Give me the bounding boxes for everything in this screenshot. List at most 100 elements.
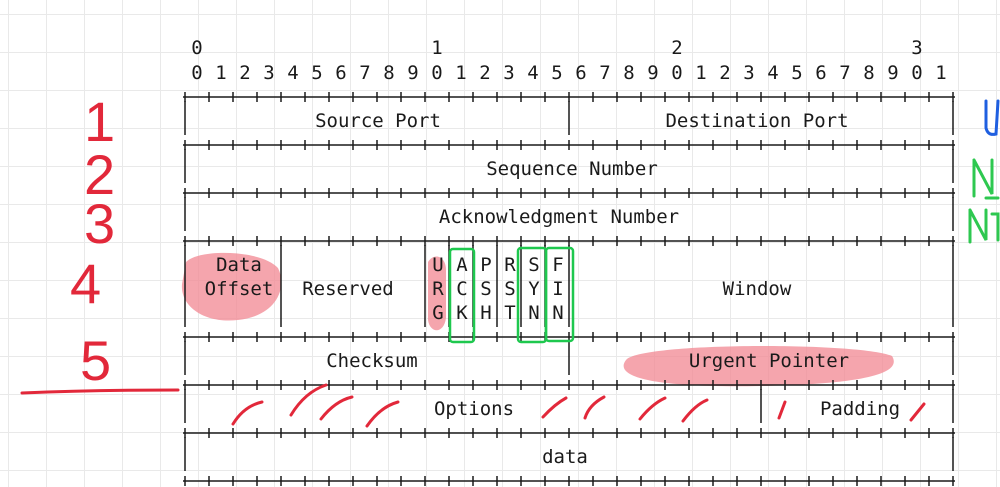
row-number-annotations: 1 2 3 4 5: [70, 90, 115, 392]
row-5-underline: [20, 388, 180, 395]
padding-label: Padding: [820, 398, 900, 420]
unit-digit: 5: [551, 62, 562, 84]
unit-digit: 3: [503, 62, 514, 84]
options-strike-mark: [319, 395, 354, 421]
destination-port-label: Destination Port: [665, 110, 848, 132]
unit-digit: 0: [191, 62, 202, 84]
unit-digit: 4: [767, 62, 778, 84]
flag-rst-2: S: [504, 278, 515, 300]
flag-syn-1: S: [528, 254, 539, 276]
unit-digit: 0: [911, 62, 922, 84]
flag-fin-1: F: [552, 254, 563, 276]
urg-highlight: [428, 256, 446, 331]
sequence-number-label: Sequence Number: [486, 158, 658, 180]
blue-ink-fragment: [984, 99, 1000, 136]
urgent-pointer-label: Urgent Pointer: [689, 350, 849, 372]
options-strike-mark: [681, 398, 709, 423]
unit-digit: 6: [335, 62, 346, 84]
checksum-label: Checksum: [326, 350, 418, 372]
unit-digit: 6: [815, 62, 826, 84]
flag-psh-2: S: [480, 278, 491, 300]
options-strike-mark: [231, 400, 264, 426]
ack-box: [448, 247, 476, 344]
options-strike-mark: [638, 396, 667, 421]
flag-fin-2: I: [552, 278, 563, 300]
unit-digit: 2: [239, 62, 250, 84]
acknowledgment-number-label: Acknowledgment Number: [439, 206, 679, 228]
padding-strike-mark: [909, 402, 926, 422]
flag-psh-1: P: [480, 254, 491, 276]
unit-digit: 9: [887, 62, 898, 84]
unit-digit: 0: [671, 62, 682, 84]
unit-digit: 3: [263, 62, 274, 84]
green-flag-boxes: [448, 246, 575, 344]
unit-digit: 7: [839, 62, 850, 84]
unit-digit: 5: [311, 62, 322, 84]
flag-ack-3: K: [456, 302, 468, 324]
flag-urg-1: U: [432, 254, 443, 276]
unit-digit: 8: [623, 62, 634, 84]
unit-digit: 7: [599, 62, 610, 84]
unit-digit: 2: [479, 62, 490, 84]
flag-urg-3: G: [432, 302, 443, 324]
tens-digit: 1: [431, 37, 442, 59]
unit-digit: 7: [359, 62, 370, 84]
data-offset-label-line1: Data: [216, 254, 262, 276]
tens-digit: 3: [911, 37, 922, 59]
row-number-4: 4: [70, 252, 101, 315]
data-offset-highlight: [181, 252, 282, 321]
row-number-2: 2: [84, 143, 115, 206]
options-label: Options: [434, 398, 514, 420]
padding-strike-mark: [777, 400, 787, 420]
options-strike-mark: [365, 400, 400, 428]
urgent-pointer-highlight: [623, 345, 894, 387]
options-strike-mark: [289, 383, 328, 417]
flag-ack-2: C: [456, 278, 467, 300]
pink-highlights: [181, 252, 894, 387]
flag-rst-3: T: [504, 302, 515, 324]
tens-digits: 0 1 2 3: [191, 37, 922, 59]
reserved-label: Reserved: [302, 278, 394, 300]
unit-digit: 6: [575, 62, 586, 84]
fin-box: [544, 246, 575, 343]
unit-digit: 3: [743, 62, 754, 84]
unit-digit: 4: [527, 62, 538, 84]
unit-digit: 1: [935, 62, 946, 84]
row-number-5: 5: [80, 329, 111, 392]
flag-syn-3: N: [528, 302, 539, 324]
flags: U R G A C K P S H R S T S Y N F I N: [432, 254, 563, 324]
flag-psh-3: H: [480, 302, 491, 324]
unit-digit: 1: [215, 62, 226, 84]
flag-ack-1: A: [456, 254, 468, 276]
row-number-1: 1: [84, 90, 115, 153]
red-strokes: [20, 383, 926, 428]
unit-digit: 2: [719, 62, 730, 84]
flag-urg-2: R: [432, 278, 444, 300]
row-number-3: 3: [84, 192, 115, 255]
flag-fin-3: N: [552, 302, 563, 324]
options-strike-mark: [541, 396, 568, 419]
flag-syn-2: Y: [528, 278, 540, 300]
tens-digit: 2: [671, 37, 682, 59]
unit-digit: 0: [431, 62, 442, 84]
field-labels: Source Port Destination Port Sequence Nu…: [205, 110, 900, 468]
unit-digit: 9: [407, 62, 418, 84]
tens-digit: 0: [191, 37, 202, 59]
unit-digit: 4: [287, 62, 298, 84]
data-label: data: [542, 446, 588, 468]
options-strike-mark: [583, 395, 606, 420]
green-ink-fragment: [972, 158, 1000, 200]
unit-digit: 1: [455, 62, 466, 84]
source-port-label: Source Port: [315, 110, 441, 132]
margin-notes: [968, 99, 1000, 244]
unit-digit: 8: [383, 62, 394, 84]
green-ink-fragment: [968, 208, 1000, 244]
data-offset-label-line2: Offset: [205, 278, 274, 300]
unit-digit: 8: [863, 62, 874, 84]
flag-rst-1: R: [504, 254, 516, 276]
unit-digit: 9: [647, 62, 658, 84]
unit-digit: 5: [791, 62, 802, 84]
